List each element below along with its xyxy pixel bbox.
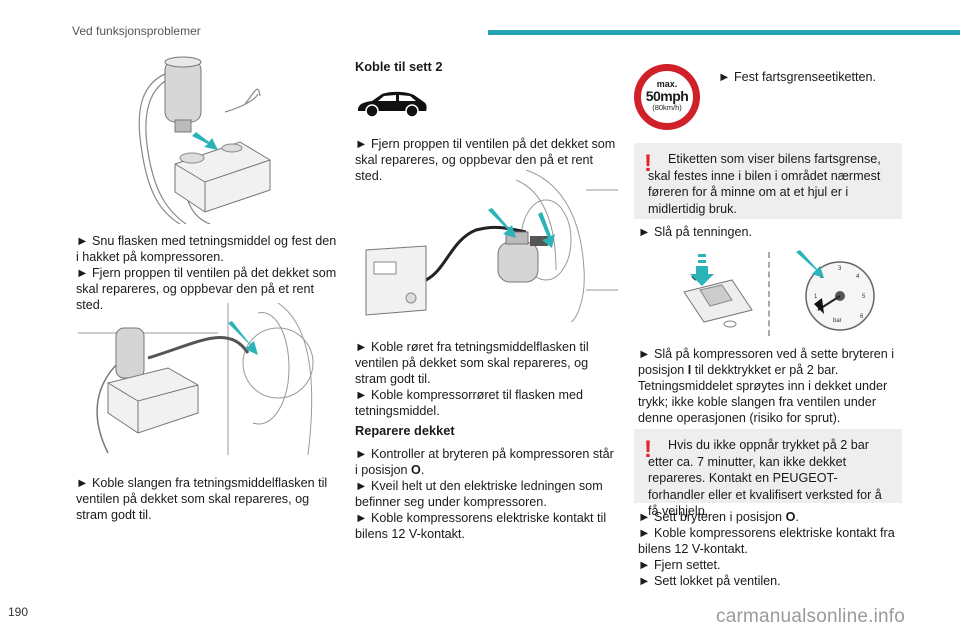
- step-text: ► Kontroller at bryteren på kompressoren…: [355, 447, 614, 477]
- step-text: ► Fjern proppen til ventilen på det dekk…: [76, 266, 337, 312]
- sign-text-kmh: (80km/h): [652, 103, 682, 112]
- step-text: ► Sett lokket på ventilen.: [638, 574, 781, 588]
- step-text: ► Koble kompressorens elektriske kontakt…: [638, 526, 895, 556]
- steps-connect-tube: ► Koble røret fra tetningsmiddelflasken …: [355, 339, 617, 419]
- warning-box-speed-label: ! Etiketten som viser bilens fartsgrense…: [634, 143, 902, 219]
- step-text: ► Koble kompressorrøret til flasken med …: [355, 388, 584, 418]
- step-text: ► Sett bryteren i posisjon O.: [638, 510, 799, 524]
- step-text: ► Snu flasken med tetningsmiddel og fest…: [76, 234, 337, 264]
- step-text: ► Slå på tenningen.: [638, 225, 752, 239]
- page-number: 190: [8, 605, 29, 619]
- ignition-key-illustration: [683, 254, 753, 328]
- sign-text-speed: 50mph: [645, 88, 689, 104]
- steps-invert-bottle: ► Snu flasken med tetningsmiddel og fest…: [76, 233, 341, 313]
- step-remove-valve-cap-kit2: ► Fjern proppen til ventilen på det dekk…: [355, 136, 617, 184]
- step-attach-label: ► Fest fartsgrenseetiketten.: [718, 69, 898, 85]
- step-text: ► Kveil helt ut den elektriske ledningen…: [355, 479, 603, 509]
- svg-text:6: 6: [860, 314, 864, 320]
- steps-connect-hose: ► Koble slangen fra tetningsmiddelflaske…: [76, 475, 341, 523]
- car-silhouette-icon: [358, 91, 427, 118]
- kit2-connection-illustration: [365, 170, 618, 322]
- step-text: ► Koble kompressorens elektriske kontakt…: [355, 511, 607, 541]
- warning-text: Hvis du ikke oppnår trykket på 2 bar ett…: [648, 438, 882, 518]
- step-text: ► Fest fartsgrenseetiketten.: [718, 70, 877, 84]
- heading-repair-tyre: Reparere dekket: [355, 423, 455, 438]
- pressure-gauge-illustration: 123 456 bar: [796, 250, 875, 331]
- step-start-compressor: ► Slå på kompressoren ved å sette bryter…: [638, 346, 900, 426]
- steps-finish: ► Sett bryteren i posisjon O. ► Koble ko…: [638, 509, 900, 589]
- step-ignition: ► Slå på tenningen.: [638, 224, 898, 240]
- divider: [768, 252, 770, 336]
- step-text: ► Slå på kompressoren ved å sette bryter…: [638, 347, 895, 425]
- svg-text:3: 3: [838, 266, 842, 272]
- section-title: Ved funksjonsproblemer: [72, 24, 201, 38]
- hose-to-valve-illustration: [78, 303, 314, 455]
- step-text: ► Fjern proppen til ventilen på det dekk…: [355, 137, 616, 183]
- speed-limit-sign: max. 50mph (80km/h): [634, 64, 700, 130]
- step-text: ► Fjern settet.: [638, 558, 721, 572]
- warning-text: Etiketten som viser bilens fartsgrense, …: [648, 152, 881, 216]
- warning-box-pressure: ! Hvis du ikke oppnår trykket på 2 bar e…: [634, 429, 902, 518]
- svg-text:4: 4: [856, 274, 860, 280]
- steps-repair: ► Kontroller at bryteren på kompressoren…: [355, 446, 617, 542]
- warning-icon: !: [644, 150, 652, 177]
- gauge-unit-label: bar: [833, 318, 842, 324]
- svg-text:5: 5: [862, 294, 866, 300]
- watermark: carmanualsonline.info: [716, 606, 906, 627]
- svg-text:1: 1: [814, 294, 818, 300]
- header-accent-bar: [488, 30, 960, 35]
- sign-text-max: max.: [656, 79, 678, 89]
- warning-icon: !: [644, 436, 652, 463]
- step-text: ► Koble røret fra tetningsmiddelflasken …: [355, 340, 589, 386]
- heading-connect-kit-2: Koble til sett 2: [355, 59, 443, 74]
- step-text: ► Koble slangen fra tetningsmiddelflaske…: [76, 476, 328, 522]
- sealant-bottle-on-compressor-illustration: [138, 56, 271, 224]
